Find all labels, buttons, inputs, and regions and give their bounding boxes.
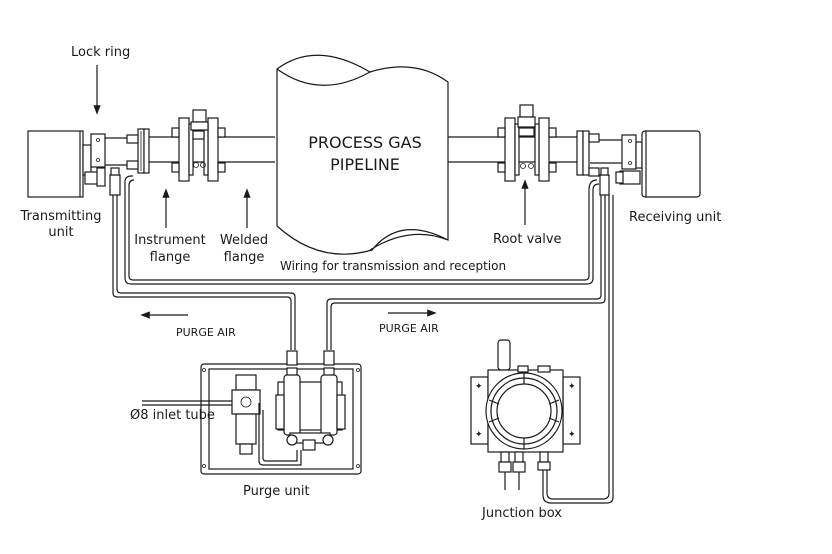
right-purge-tube (326, 167, 610, 350)
instrument-flange (171, 117, 194, 182)
left-purge-tube (109, 167, 296, 350)
pipeline-label-line1: PROCESS GAS (308, 133, 422, 152)
instrument-flange-label-line1: Instrument (134, 233, 206, 248)
junction-box-cable (542, 195, 614, 504)
welded-flange-label-line2: flange (223, 250, 265, 265)
lock-ring (90, 133, 106, 168)
purge-unit (142, 350, 362, 475)
transmitting-unit (27, 130, 106, 198)
small-flange-right (576, 130, 600, 177)
svg-text:✦: ✦ (475, 382, 483, 392)
lock-ring-label: Lock ring (71, 45, 131, 60)
welded-flange-label-line1: Welded (219, 233, 269, 248)
pipeline-label-line2: PIPELINE (330, 155, 400, 174)
transmitting-unit-label-line2: unit (48, 225, 74, 240)
svg-text:✦: ✦ (568, 430, 576, 440)
wiring-label: Wiring for transmission and reception (280, 259, 507, 273)
root-valve-label: Root valve (493, 232, 562, 247)
root-valve (497, 104, 557, 182)
small-flange-left (126, 128, 150, 174)
wiring-cable (124, 175, 600, 285)
inlet-tube-label: Ø8 inlet tube (130, 408, 215, 423)
purge-air-right-label: PURGE AIR (379, 322, 439, 335)
receiving-unit-label: Receiving unit (629, 210, 722, 225)
purge-air-left-label: PURGE AIR (176, 326, 236, 339)
receiving-unit (615, 130, 701, 198)
welded-flange (190, 109, 226, 182)
instrument-flange-label-line2: flange (149, 250, 191, 265)
junction-box-label: Junction box (482, 506, 562, 521)
svg-text:✦: ✦ (568, 382, 576, 392)
svg-text:✦: ✦ (475, 430, 483, 440)
transmitting-unit-label-line1: Transmitting (20, 209, 102, 224)
purge-unit-label: Purge unit (243, 484, 310, 499)
junction-box: ✦ ✦ ✦ ✦ (470, 339, 581, 490)
process-gas-pipeline (276, 54, 449, 255)
